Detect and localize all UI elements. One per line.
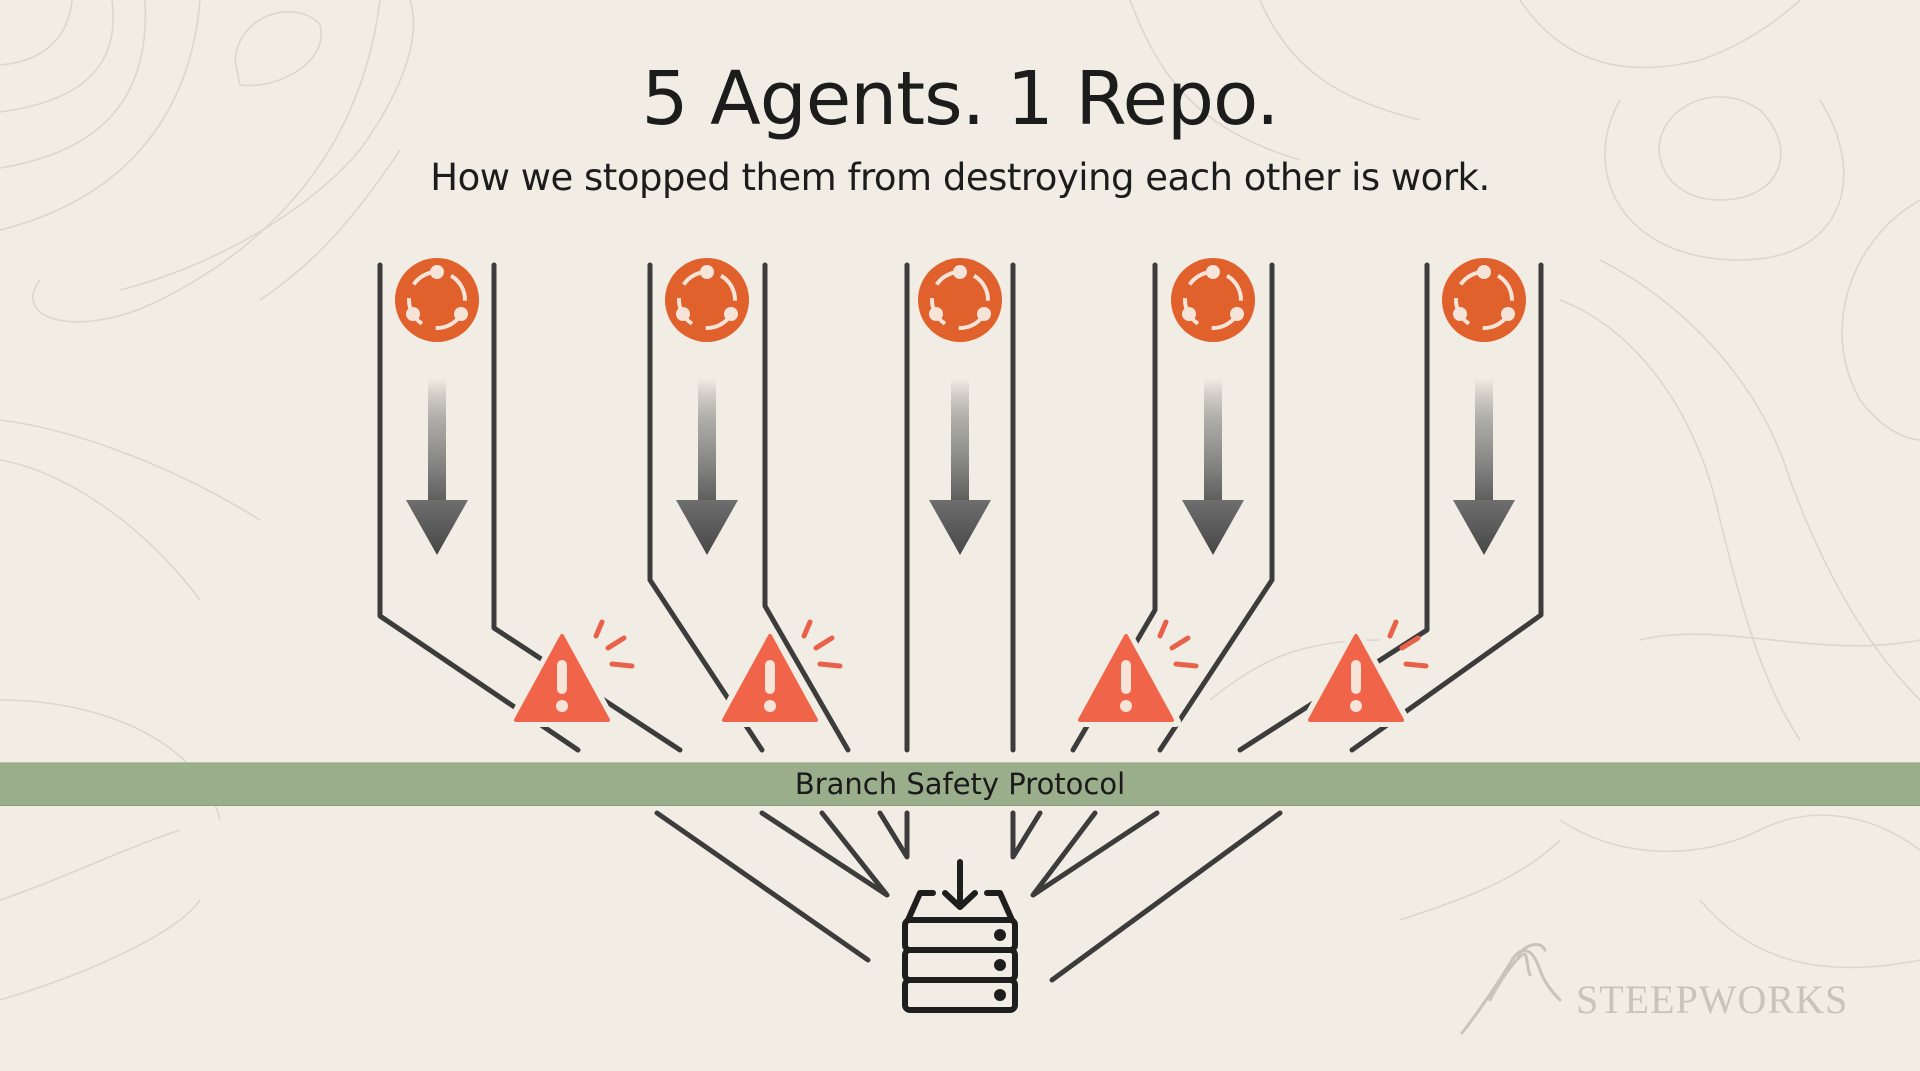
agent-icons	[395, 258, 1526, 342]
warning-triangle-icon	[507, 619, 635, 727]
down-arrow-icon	[929, 378, 991, 555]
collision-warnings	[507, 619, 1429, 727]
protocol-band-label: Branch Safety Protocol	[794, 767, 1126, 801]
topographic-background	[0, 0, 1920, 1001]
converging-lines	[654, 810, 1283, 983]
page-subtitle: How we stopped them from destroying each…	[430, 156, 1490, 199]
agent-node-icon	[1171, 258, 1255, 342]
lane-5-left-wall	[1237, 262, 1430, 753]
down-arrow-icon	[406, 378, 468, 555]
down-arrow-icon	[676, 378, 738, 555]
server-stack-download-icon	[902, 859, 1018, 1013]
agent-node-icon	[665, 258, 749, 342]
lane-2-right-wall	[762, 262, 851, 753]
warning-triangle-icon	[1301, 619, 1429, 727]
warning-triangle-icon	[715, 619, 843, 727]
lane-2-left-wall	[647, 262, 765, 753]
warning-triangle-icon	[1071, 619, 1199, 727]
down-arrow-icon	[1182, 378, 1244, 555]
down-arrow-icon	[1453, 378, 1515, 555]
flow-arrows	[406, 378, 1515, 555]
lane-1-left-wall	[377, 262, 581, 753]
agent-node-icon	[395, 258, 479, 342]
lane-4-right-wall	[1157, 262, 1275, 753]
mountain-peak-icon	[1460, 943, 1562, 1035]
page-title: 5 Agents. 1 Repo.	[641, 56, 1280, 142]
lane-5-right-wall	[1349, 262, 1544, 753]
protocol-band	[0, 762, 1920, 806]
agent-node-icon	[918, 258, 1002, 342]
lane-1-right-wall	[491, 262, 683, 753]
brand-logo-text: STEEPWORKS	[1576, 977, 1849, 1022]
agent-lanes	[377, 262, 1544, 753]
agent-node-icon	[1442, 258, 1526, 342]
